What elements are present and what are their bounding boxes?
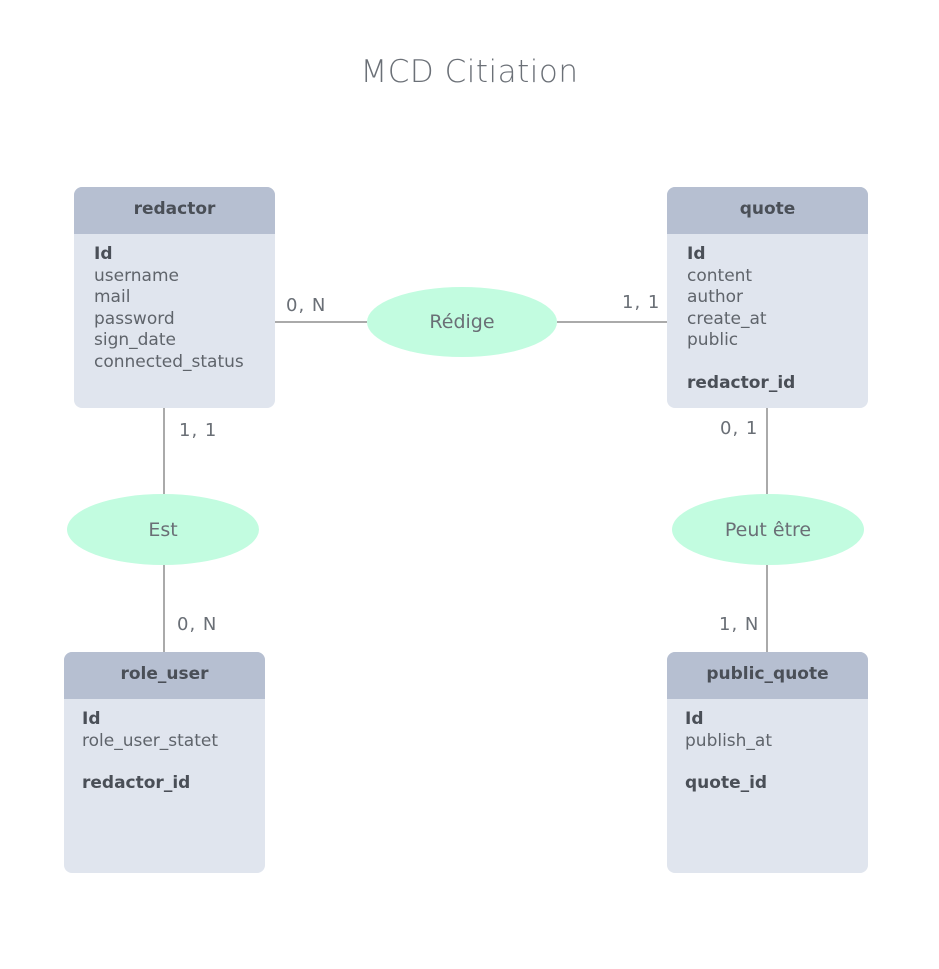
attribute: content bbox=[687, 265, 753, 286]
cardinality-redactor-est: 1, 1 bbox=[179, 420, 218, 441]
entity-public-quote[interactable]: public_quote Id publish_at quote_id bbox=[667, 652, 868, 873]
foreign-key: redactor_id bbox=[82, 773, 191, 793]
entity-header: role_user bbox=[64, 652, 265, 699]
cardinality-quote-peut-etre: 0, 1 bbox=[720, 418, 759, 439]
entity-header: public_quote bbox=[667, 652, 868, 699]
attribute: role_user_statet bbox=[82, 730, 219, 751]
attribute: create_at bbox=[687, 308, 767, 329]
cardinality-redactor-redige: 0, N bbox=[286, 295, 327, 316]
entity-quote[interactable]: quote Id content author create_at public… bbox=[667, 187, 868, 408]
diagram-title: MCD Citiation bbox=[360, 54, 579, 90]
association-est[interactable]: Est bbox=[67, 494, 259, 565]
cardinality-public-quote-peut-etre: 1, N bbox=[719, 614, 760, 635]
cardinality-role-user-est: 0, N bbox=[177, 614, 218, 635]
entity-redactor[interactable]: redactor Id username mail password sign_… bbox=[74, 187, 275, 408]
attribute: password bbox=[94, 308, 175, 329]
attribute: sign_date bbox=[94, 330, 176, 350]
primary-key: Id bbox=[82, 709, 101, 729]
association-peut-etre[interactable]: Peut être bbox=[672, 494, 864, 565]
attribute: username bbox=[94, 265, 179, 286]
entity-header: redactor bbox=[74, 187, 275, 234]
attribute: publish_at bbox=[685, 730, 773, 751]
attribute: public bbox=[687, 330, 739, 350]
attribute: mail bbox=[94, 287, 131, 307]
association-redige[interactable]: Rédige bbox=[367, 287, 557, 357]
foreign-key: redactor_id bbox=[687, 372, 796, 393]
cardinality-quote-redige: 1, 1 bbox=[622, 292, 661, 313]
primary-key: Id bbox=[685, 709, 704, 729]
entity-role-user[interactable]: role_user Id role_user_statet redactor_i… bbox=[64, 652, 265, 873]
attribute: author bbox=[687, 287, 744, 307]
primary-key: Id bbox=[687, 244, 706, 264]
foreign-key: quote_id bbox=[685, 773, 768, 793]
attribute: connected_status bbox=[94, 351, 244, 372]
primary-key: Id bbox=[94, 244, 113, 264]
entity-header: quote bbox=[667, 187, 868, 234]
